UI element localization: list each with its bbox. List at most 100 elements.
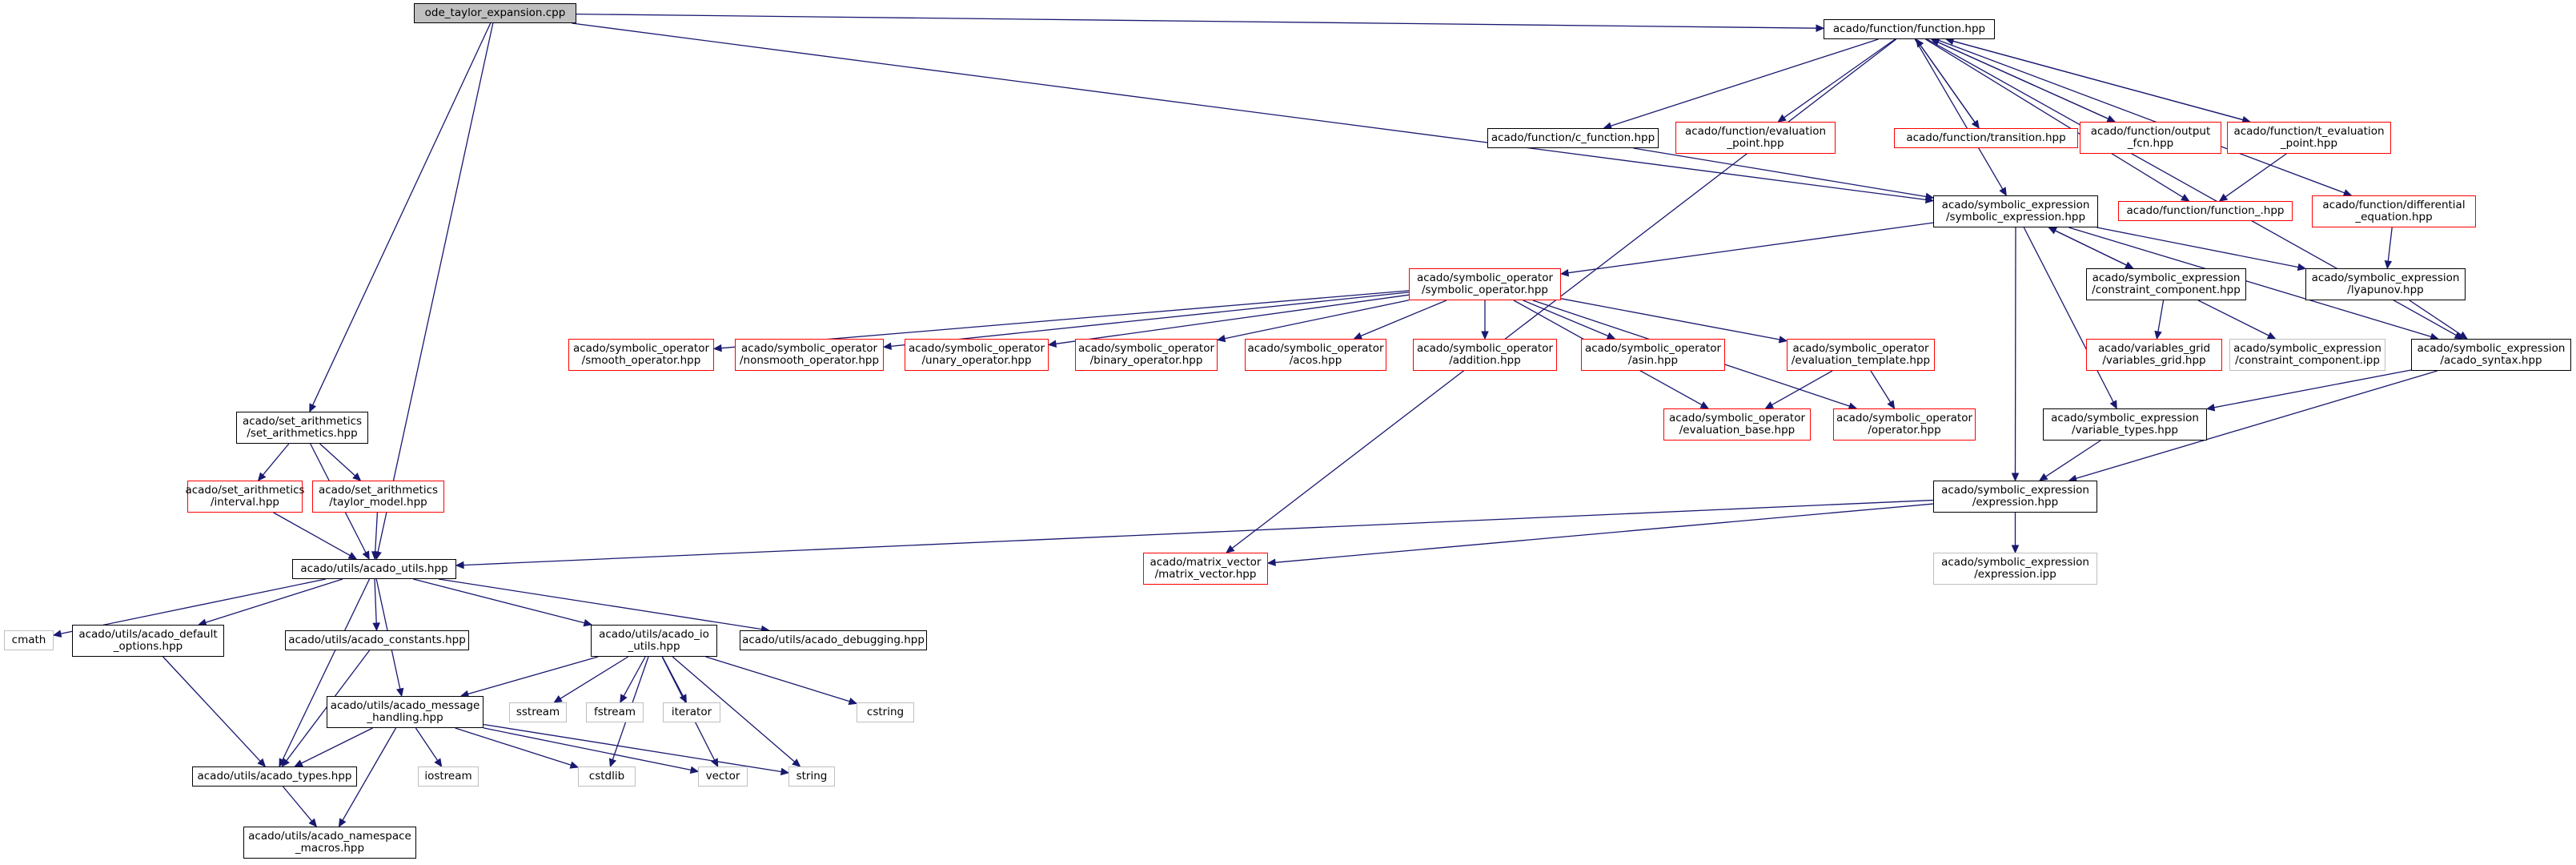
node-label-line: acado/symbolic_expression bbox=[2311, 272, 2460, 284]
node-symbolic-expression-hpp[interactable]: acado/symbolic_expression/symbolic_expre… bbox=[1933, 195, 2098, 227]
edge-line bbox=[163, 656, 261, 762]
edge-func-to-symexpr bbox=[1914, 38, 2007, 197]
node-iterator[interactable]: iterator bbox=[663, 702, 720, 722]
node-constraint-component-hpp[interactable]: acado/symbolic_expression/constraint_com… bbox=[2086, 268, 2246, 300]
edge-line bbox=[1914, 38, 2004, 190]
node-label-line: acado/symbolic_operator bbox=[1584, 342, 1722, 355]
edge-msg-to-iostream bbox=[415, 727, 443, 768]
edge-symop-to-binary bbox=[1216, 300, 1410, 343]
node-expression-hpp[interactable]: acado/symbolic_expression/expression.hpp bbox=[1933, 481, 2097, 513]
edge-ioutils-to-cstring bbox=[705, 656, 858, 706]
node-sstream[interactable]: sstream bbox=[509, 702, 567, 722]
node-acado-io-utils-hpp[interactable]: acado/utils/acado_io_utils.hpp bbox=[591, 625, 717, 657]
node-acado-namespace-macros-hpp[interactable]: acado/utils/acado_namespace_macros.hpp bbox=[243, 827, 416, 859]
node-acado-types-hpp[interactable]: acado/utils/acado_types.hpp bbox=[192, 766, 357, 787]
node-label-line: /symbolic_operator.hpp bbox=[1421, 284, 1549, 296]
node-interval-hpp[interactable]: acado/set_arithmetics/interval.hpp bbox=[185, 481, 305, 513]
node-operator-hpp[interactable]: acado/symbolic_operator/operator.hpp bbox=[1833, 408, 1976, 441]
edge-arrowhead bbox=[1226, 545, 1235, 553]
node-vector[interactable]: vector bbox=[698, 766, 748, 787]
node-cstring[interactable]: cstring bbox=[857, 702, 914, 722]
node-cstdlib[interactable]: cstdlib bbox=[578, 766, 636, 787]
node-smooth-operator-hpp[interactable]: acado/symbolic_operator/smooth_operator.… bbox=[568, 339, 714, 371]
node-string[interactable]: string bbox=[788, 766, 835, 787]
node-matrix-vector-hpp[interactable]: acado/matrix_vector/matrix_vector.hpp bbox=[1143, 553, 1268, 585]
node-label-line: acado/function/function_.hpp bbox=[2126, 204, 2285, 217]
node-set-arithmetics-hpp[interactable]: acado/set_arithmetics/set_arithmetics.hp… bbox=[236, 412, 368, 444]
edge-arrowhead bbox=[2109, 400, 2117, 410]
edge-line bbox=[1523, 300, 1609, 337]
edge-line bbox=[273, 512, 351, 557]
edge-constrcomp-to-symexpr bbox=[2048, 227, 2133, 269]
node-variable-types-hpp[interactable]: acado/symbolic_expression/variable_types… bbox=[2043, 408, 2207, 441]
node-t-evaluation-point-hpp[interactable]: acado/function/t_evaluation_point.hpp bbox=[2227, 122, 2391, 154]
node-ode-taylor-expansion-cpp[interactable]: ode_taylor_expansion.cpp bbox=[414, 3, 576, 23]
node-constraint-component-ipp[interactable]: acado/symbolic_expression/constraint_com… bbox=[2229, 339, 2385, 371]
node-fstream[interactable]: fstream bbox=[586, 702, 644, 722]
edge-arrowhead bbox=[2038, 473, 2048, 481]
node-output-fcn-hpp[interactable]: acado/function/output_fcn.hpp bbox=[2080, 122, 2221, 154]
node-label-line: acado/symbolic_operator bbox=[908, 342, 1045, 355]
node-acado-default-options-hpp[interactable]: acado/utils/acado_default_options.hpp bbox=[72, 625, 224, 657]
edge-vartypes-to-expr bbox=[2038, 440, 2101, 481]
edge-arrowhead bbox=[608, 758, 616, 768]
node-acos-hpp[interactable]: acado/symbolic_operator/acos.hpp bbox=[1245, 339, 1386, 371]
node-evaluation-point-hpp[interactable]: acado/function/evaluation_point.hpp bbox=[1675, 122, 1836, 154]
edge-msg-to-string bbox=[483, 723, 790, 776]
node-label-line: /binary_operator.hpp bbox=[1089, 354, 1203, 367]
node-lyapunov-hpp[interactable]: acado/symbolic_expression/lyapunov.hpp bbox=[2305, 268, 2466, 300]
edge-symop-to-acos bbox=[1353, 300, 1447, 340]
node-differential-equation-hpp[interactable]: acado/function/differential_equation.hpp bbox=[2312, 195, 2476, 227]
node-label-line: /evaluation_base.hpp bbox=[1679, 424, 1796, 437]
edge-arrowhead bbox=[2011, 473, 2020, 482]
node-evaluation-template-hpp[interactable]: acado/symbolic_operator/evaluation_templ… bbox=[1787, 339, 1935, 371]
edge-line bbox=[1274, 503, 1934, 563]
node-symbolic-operator-hpp[interactable]: acado/symbolic_operator/symbolic_operato… bbox=[1409, 268, 1561, 300]
edge-arrowhead bbox=[2384, 260, 2393, 270]
edge-arrowhead bbox=[371, 551, 379, 561]
edge-symexpr-to-vartypes bbox=[2023, 227, 2117, 410]
edge-line bbox=[1231, 38, 1897, 549]
edge-line bbox=[60, 578, 327, 634]
node-addition-hpp[interactable]: acado/symbolic_operator/addition.hpp bbox=[1413, 339, 1557, 371]
node-label-line: _options.hpp bbox=[113, 640, 183, 653]
node-cmath[interactable]: cmath bbox=[4, 630, 54, 650]
node-taylor-model-hpp[interactable]: acado/set_arithmetics/taylor_model.hpp bbox=[312, 481, 444, 513]
node-label-line: acado/function/c_function.hpp bbox=[1491, 131, 1655, 144]
node-label-line: /constraint_component.hpp bbox=[2092, 284, 2241, 296]
node-evaluation-base-hpp[interactable]: acado/symbolic_operator/evaluation_base.… bbox=[1663, 408, 1811, 441]
edge-symop-to-smooth bbox=[712, 290, 1410, 352]
node-acado-utils-hpp[interactable]: acado/utils/acado_utils.hpp bbox=[292, 559, 456, 579]
edge-root-to-setarith bbox=[309, 22, 492, 413]
node-asin-hpp[interactable]: acado/symbolic_operator/asin.hpp bbox=[1581, 339, 1725, 371]
node-label-line: /expression.hpp bbox=[1972, 496, 2059, 509]
edge-constrcomp-to-constripp bbox=[2197, 300, 2277, 340]
node-label-line: /acos.hpp bbox=[1289, 354, 1342, 367]
edge-utils-to-defopts bbox=[197, 578, 343, 626]
node-nonsmooth-operator-hpp[interactable]: acado/symbolic_operator/nonsmooth_operat… bbox=[735, 339, 884, 371]
node-expression-ipp[interactable]: acado/symbolic_expression/expression.ipp bbox=[1933, 553, 2097, 585]
node-unary-operator-hpp[interactable]: acado/symbolic_operator/unary_operator.h… bbox=[905, 339, 1049, 371]
edge-func-to-funcu bbox=[1925, 38, 2190, 202]
node-transition-hpp[interactable]: acado/function/transition.hpp bbox=[1894, 128, 2078, 148]
edge-arrowhead bbox=[689, 766, 700, 774]
node-label-line: /interval.hpp bbox=[210, 496, 279, 509]
node-variables-grid-hpp[interactable]: acado/variables_grid/variables_grid.hpp bbox=[2086, 339, 2222, 371]
node-acado-message-handling-hpp[interactable]: acado/utils/acado_message_handling.hpp bbox=[327, 696, 484, 728]
node-binary-operator-hpp[interactable]: acado/symbolic_operator/binary_operator.… bbox=[1075, 339, 1218, 371]
edge-line bbox=[413, 578, 585, 624]
node-iostream[interactable]: iostream bbox=[418, 766, 479, 787]
edge-msg-to-cstdlib bbox=[455, 727, 580, 769]
edge-arrowhead bbox=[2266, 332, 2277, 340]
node-function-underscore-hpp[interactable]: acado/function/function_.hpp bbox=[2118, 201, 2293, 221]
node-c-function-hpp[interactable]: acado/function/c_function.hpp bbox=[1487, 128, 1659, 148]
node-acado-debugging-hpp[interactable]: acado/utils/acado_debugging.hpp bbox=[740, 630, 927, 650]
edge-arrowhead bbox=[712, 344, 722, 352]
node-function-hpp[interactable]: acado/function/function.hpp bbox=[1824, 19, 1995, 39]
node-acado-syntax-hpp[interactable]: acado/symbolic_expression/acado_syntax.h… bbox=[2411, 339, 2571, 371]
node-label-line: _point.hpp bbox=[2280, 137, 2338, 150]
edge-line bbox=[576, 13, 1817, 29]
node-label-line: acado/set_arithmetics bbox=[242, 415, 363, 428]
node-label-line: acado/symbolic_operator bbox=[1416, 342, 1554, 355]
node-acado-constants-hpp[interactable]: acado/utils/acado_constants.hpp bbox=[285, 630, 469, 650]
